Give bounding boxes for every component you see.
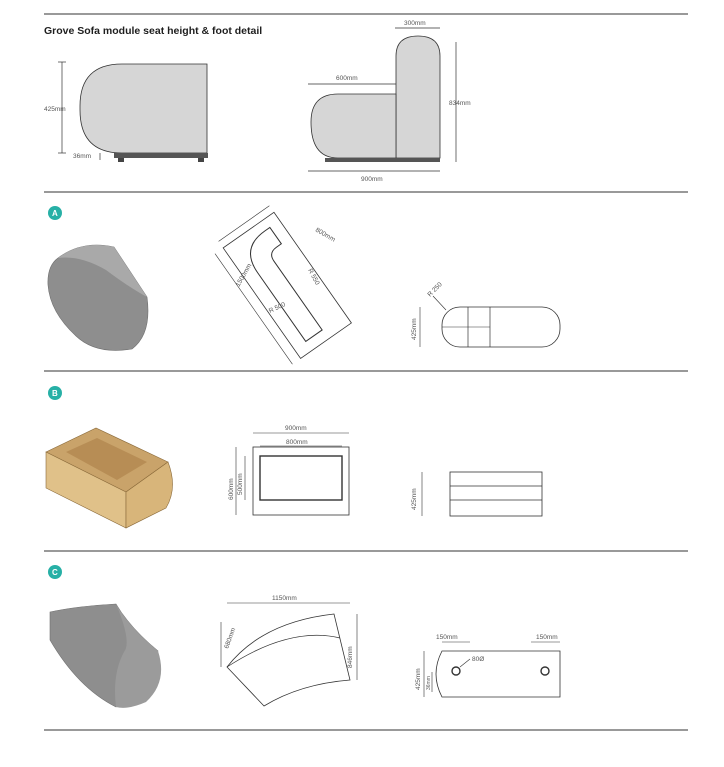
leg-right	[540, 666, 550, 676]
module-a-top	[58, 245, 147, 297]
page-title: Grove Sofa module seat height & foot det…	[44, 25, 263, 37]
chair-plinth	[325, 158, 440, 162]
dim-a-elev-radius: R 250	[426, 281, 443, 298]
dim-a-length: 1500mm	[235, 263, 254, 288]
dim-c-leg-left: 150mm	[436, 634, 458, 641]
module-b-inset	[66, 438, 147, 480]
leg-left	[451, 666, 461, 676]
badge-b	[48, 386, 62, 400]
side-elevation: 425mm 36mm	[44, 61, 208, 162]
module-c-elevation	[435, 650, 561, 698]
module-side-view	[79, 63, 208, 154]
badge-c-label: C	[52, 568, 58, 577]
plinth	[114, 153, 208, 158]
module-b-side	[125, 461, 173, 529]
dim-b-outer-depth: 600mm	[228, 478, 235, 500]
dim-foot-height: 36mm	[73, 153, 91, 160]
section-b: B 900mm 800mm 600mm 500mm 425mm	[45, 386, 543, 529]
dim-b-height: 425mm	[411, 488, 418, 510]
foot-right	[198, 158, 204, 162]
dim-c-length: 1150mm	[272, 595, 297, 602]
dim-a-radius-inner: R 500	[268, 301, 287, 315]
dim-b-inner-width: 800mm	[286, 439, 308, 446]
badge-c	[48, 565, 62, 579]
badge-a-label: A	[52, 209, 58, 218]
section-c: C 1150mm 680mm 846mm 150mm 150mm 80Ø 42	[48, 565, 561, 708]
dim-total-height: 834mm	[449, 100, 471, 107]
module-b-plan-outer	[252, 446, 350, 516]
dim-a-height: 425mm	[411, 318, 418, 340]
dim-total-depth: 900mm	[361, 176, 383, 183]
dim-c-leg-right: 150mm	[536, 634, 558, 641]
dim-c-width: 680mm	[223, 627, 237, 650]
dim-c-height: 425mm	[415, 668, 422, 690]
dim-side-height: 425mm	[44, 106, 66, 113]
section-dividers	[44, 13, 688, 731]
chair-elevation: 300mm 600mm 834mm 900mm	[308, 20, 471, 183]
module-c-plan	[226, 613, 351, 707]
badge-b-label: B	[52, 389, 58, 398]
dim-seat-depth: 600mm	[336, 75, 358, 82]
dim-c-leg-dia: 80Ø	[472, 656, 484, 663]
section-a: A 1500mm 800mm R 550 R 500 425mm R 25	[47, 205, 561, 365]
module-b-elevation	[449, 471, 543, 517]
dim-a-width: 800mm	[314, 227, 336, 244]
dim-c-depth: 846mm	[347, 646, 354, 668]
dim-arm-width: 300mm	[404, 20, 426, 27]
module-a-plan	[214, 205, 352, 365]
seat	[310, 93, 397, 159]
dim-c-foot: 36mm	[426, 676, 432, 690]
dim-a-radius-outer: R 550	[306, 268, 321, 287]
foot-left	[118, 158, 124, 162]
dim-b-inner-depth: 500mm	[237, 473, 244, 495]
dim-b-outer-width: 900mm	[285, 425, 307, 432]
module-b-plan-inner	[259, 455, 343, 501]
module-c-end	[115, 604, 162, 708]
backrest	[395, 35, 441, 159]
badge-a	[48, 206, 62, 220]
